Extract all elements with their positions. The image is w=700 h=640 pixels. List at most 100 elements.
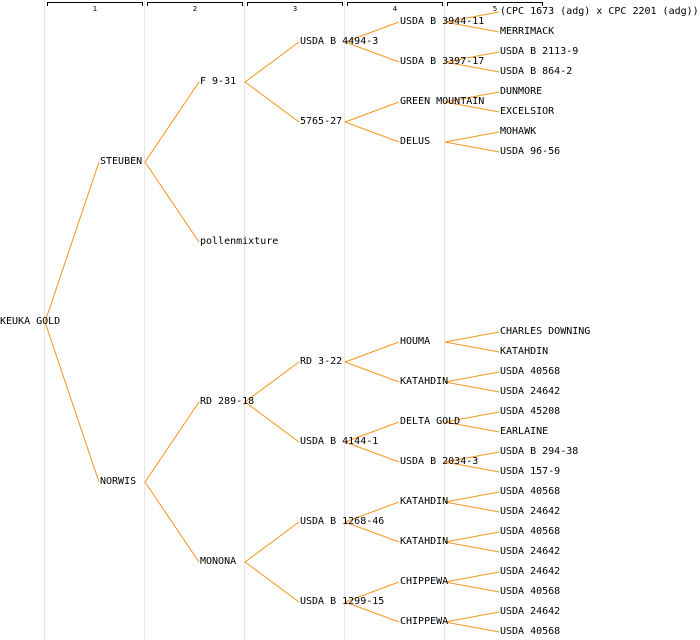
root-cultivar: KEUKA GOLD	[0, 316, 61, 327]
ancestor-gen5: USDA 24642	[500, 506, 561, 517]
generation-4-gridline	[344, 0, 345, 640]
generation-1-number: 1	[92, 5, 98, 13]
ancestor-gen5: USDA 157-9	[500, 466, 561, 477]
pedigree-edge	[444, 91, 500, 103]
pedigree-edge	[444, 461, 500, 473]
pedigree-edge	[444, 371, 500, 383]
pedigree-edge	[444, 21, 500, 33]
pedigree-edge	[344, 361, 400, 383]
ancestor-gen5: USDA B 2113-9	[500, 46, 579, 57]
pedigree-edge	[444, 501, 500, 513]
ancestor-gen5: EARLAINE	[500, 426, 549, 437]
ancestor-gen5: MOHAWK	[500, 126, 537, 137]
ancestor-gen1: NORWIS	[100, 476, 137, 487]
ancestor-gen2: RD 289-18	[200, 396, 255, 407]
ancestor-gen2: MONONA	[200, 556, 237, 567]
ancestor-gen3: USDA B 1299-15	[300, 596, 385, 607]
pedigree-edge	[444, 331, 500, 343]
pedigree-edge	[444, 541, 500, 553]
ancestor-gen5: USDA B 294-38	[500, 446, 579, 457]
pedigree-edge	[244, 81, 300, 123]
generation-3-bracket: 3	[247, 2, 343, 13]
pedigree-edge	[344, 601, 400, 623]
ancestor-gen2: pollenmixture	[200, 236, 279, 247]
generation-2-bracket: 2	[147, 2, 243, 13]
ancestor-gen4: KATAHDIN	[400, 536, 449, 547]
ancestor-gen4: DELTA GOLD	[400, 416, 461, 427]
ancestor-gen3: USDA B 4144-1	[300, 436, 379, 447]
pedigree-edge	[44, 321, 100, 483]
pedigree-edge	[444, 51, 500, 63]
pedigree-edge	[144, 81, 200, 163]
pedigree-edge	[444, 141, 500, 153]
pedigree-edge	[444, 451, 500, 463]
generation-5-bracket: 5	[447, 2, 543, 13]
pedigree-edge	[344, 501, 400, 523]
ancestor-gen1: STEUBEN	[100, 156, 143, 167]
ancestor-gen5: (CPC 1673 (adg) x CPC 2201 (adg))	[500, 6, 699, 17]
ancestor-gen5: USDA 96-56	[500, 146, 561, 157]
ancestor-gen4: CHIPPEWA	[400, 576, 449, 587]
ancestor-gen4: KATAHDIN	[400, 496, 449, 507]
generation-4-number: 4	[392, 5, 398, 13]
generation-3-gridline	[244, 0, 245, 640]
pedigree-edge	[244, 401, 300, 443]
ancestor-gen5: EXCELSIOR	[500, 106, 555, 117]
pedigree-edge	[444, 621, 500, 633]
ancestor-gen3: 5765-27	[300, 116, 343, 127]
ancestor-gen5: USDA 40568	[500, 486, 561, 497]
pedigree-edge	[344, 101, 400, 123]
ancestor-gen5: MERRIMACK	[500, 26, 555, 37]
generation-2-gridline	[144, 0, 145, 640]
pedigree-edge	[444, 491, 500, 503]
pedigree-edge	[244, 361, 300, 403]
pedigree-edge	[344, 441, 400, 463]
ancestor-gen5: USDA 40568	[500, 366, 561, 377]
ancestor-gen5: KATAHDIN	[500, 346, 549, 357]
pedigree-edge	[444, 611, 500, 623]
generation-2-number: 2	[192, 5, 198, 13]
generation-header: 1 2 3 4 5	[0, 0, 700, 13]
pedigree-edge	[344, 21, 400, 43]
ancestor-gen5: USDA 24642	[500, 386, 561, 397]
pedigree-edge	[44, 161, 100, 323]
ancestor-gen5: USDA 24642	[500, 566, 561, 577]
generation-3-number: 3	[292, 5, 298, 13]
pedigree-edge	[444, 11, 500, 23]
ancestor-gen3: USDA B 1268-46	[300, 516, 385, 527]
pedigree-edge	[444, 101, 500, 113]
generation-5-gridline	[444, 0, 445, 640]
ancestor-gen5: USDA 24642	[500, 606, 561, 617]
ancestor-gen5: CHARLES DOWNING	[500, 326, 591, 337]
ancestor-gen4: GREEN MOUNTAIN	[400, 96, 485, 107]
pedigree-edge	[444, 531, 500, 543]
pedigree-edge	[244, 41, 300, 83]
ancestor-gen4: USDA B 3944-11	[400, 16, 485, 27]
ancestor-gen5: USDA 40568	[500, 526, 561, 537]
ancestor-gen5: USDA 24642	[500, 546, 561, 557]
ancestor-gen5: DUNMORE	[500, 86, 543, 97]
pedigree-edge	[244, 561, 300, 603]
ancestor-gen4: DELUS	[400, 136, 431, 147]
ancestor-gen2: F 9-31	[200, 76, 237, 87]
ancestor-gen4: CHIPPEWA	[400, 616, 449, 627]
ancestor-gen4: USDA B 2034-3	[400, 456, 479, 467]
pedigree-edge	[444, 411, 500, 423]
pedigree-edge	[144, 481, 200, 563]
pedigree-edge	[444, 61, 500, 73]
pedigree-edge	[144, 161, 200, 243]
generation-4-bracket: 4	[347, 2, 443, 13]
pedigree-edge	[144, 401, 200, 483]
pedigree-edge	[344, 41, 400, 63]
pedigree-edge	[344, 521, 400, 543]
pedigree-edge	[244, 521, 300, 563]
generation-5-number: 5	[492, 5, 498, 13]
ancestor-gen5: USDA B 864-2	[500, 66, 573, 77]
pedigree-edge	[444, 571, 500, 583]
ancestor-gen5: USDA 40568	[500, 586, 561, 597]
pedigree-edge	[344, 341, 400, 363]
pedigree-edge	[344, 421, 400, 443]
ancestor-gen4: HOUMA	[400, 336, 431, 347]
pedigree-edge	[344, 121, 400, 143]
